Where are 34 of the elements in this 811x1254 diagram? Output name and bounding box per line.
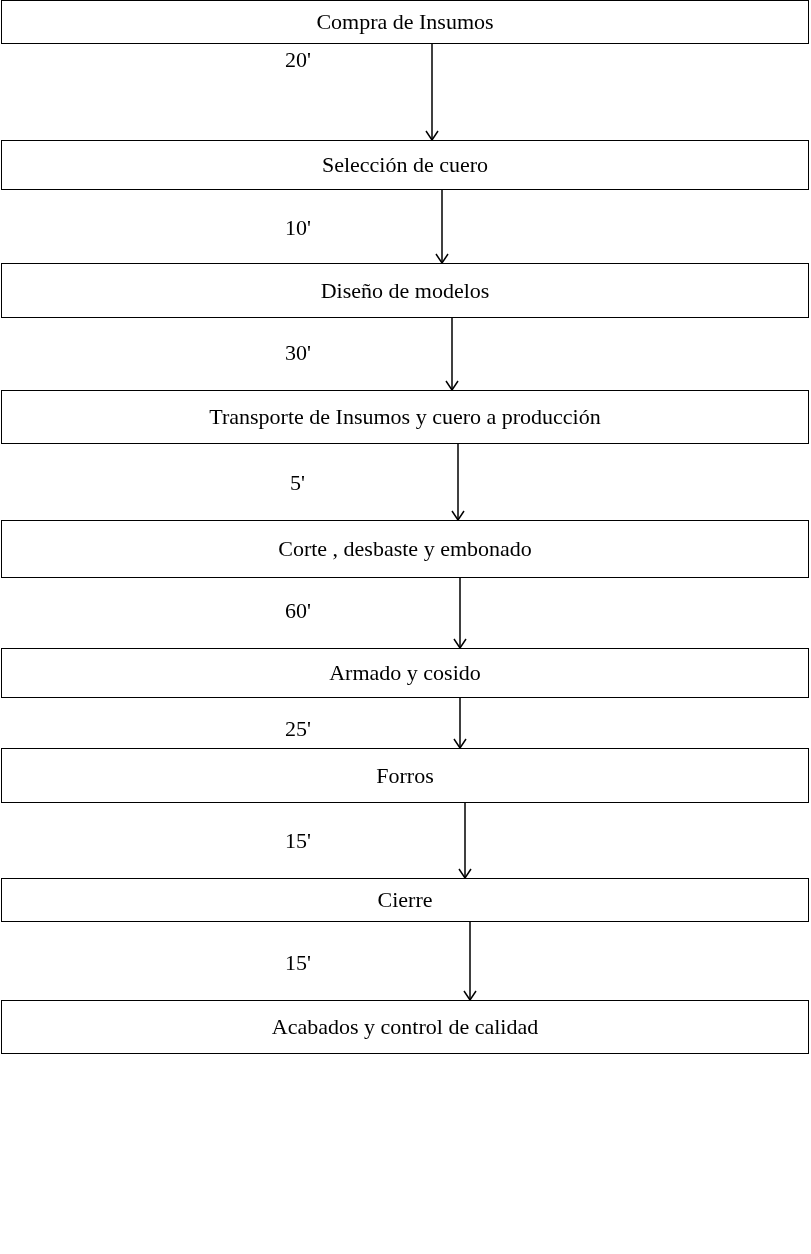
process-box bbox=[1, 0, 809, 44]
process-box bbox=[1, 263, 809, 318]
step-label: Armado y cosido bbox=[329, 659, 481, 687]
arrow bbox=[458, 802, 472, 879]
process-box bbox=[1, 520, 809, 578]
arrow bbox=[425, 43, 439, 141]
step-label: Transporte de Insumos y cuero a producción bbox=[209, 403, 601, 431]
step-label: Forros bbox=[376, 761, 434, 790]
duration-label: 5' bbox=[290, 472, 305, 494]
step-label: Diseño de modelos bbox=[320, 276, 490, 305]
duration-label: 30' bbox=[285, 342, 311, 364]
process-box bbox=[1, 748, 809, 803]
step-label: Cierre bbox=[377, 886, 433, 914]
arrow bbox=[445, 317, 459, 391]
process-box bbox=[1, 1000, 809, 1054]
process-box bbox=[1, 878, 809, 922]
duration-label: 10' bbox=[285, 217, 311, 239]
arrow bbox=[453, 697, 467, 749]
step-label: Selección de cuero bbox=[321, 151, 489, 179]
arrow bbox=[453, 577, 467, 649]
arrow bbox=[451, 443, 465, 521]
step-label: Corte , desbaste y embonado bbox=[278, 535, 532, 563]
process-box bbox=[1, 648, 809, 698]
duration-label: 15' bbox=[285, 830, 311, 852]
duration-label: 60' bbox=[285, 600, 311, 622]
duration-label: 15' bbox=[285, 952, 311, 974]
step-label: Compra de Insumos bbox=[316, 8, 494, 36]
arrow bbox=[463, 921, 477, 1001]
process-box bbox=[1, 390, 809, 444]
duration-label: 20' bbox=[285, 49, 311, 71]
arrow bbox=[435, 189, 449, 264]
process-box bbox=[1, 140, 809, 190]
duration-label: 25' bbox=[285, 718, 311, 740]
step-label: Acabados y control de calidad bbox=[271, 1013, 539, 1041]
